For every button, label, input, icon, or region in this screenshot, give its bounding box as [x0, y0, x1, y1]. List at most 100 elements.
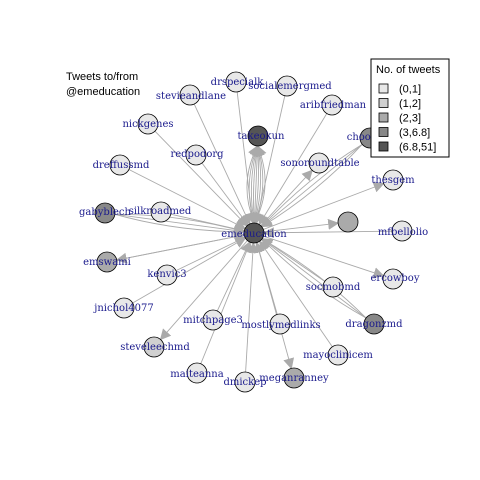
node-steveleechmd	[143, 336, 165, 358]
node-label-mostlymedlinks: mostlymedlinks	[241, 320, 320, 331]
legend-swatch-3	[378, 127, 389, 137]
edge-emswami-to-emeducation	[116, 231, 246, 261]
node-emeducation	[243, 222, 265, 244]
edge-gabyblech-to-emeducation-1	[114, 213, 246, 235]
edge-drspecialk-to-emeducation	[236, 91, 258, 225]
edge-socialemergmed-to-emeducation	[252, 95, 286, 225]
node-label-stevieandlane: stevieandlane	[156, 91, 226, 102]
node-label-redpodorg: redpodorg	[170, 149, 224, 160]
node-label-thesgem: thesgem	[371, 175, 415, 186]
node-dragonzmd	[363, 313, 385, 335]
edge-aribfriedman-to-emeducation	[258, 113, 328, 226]
edge-emeducation-to-thesgem	[263, 181, 385, 230]
edge-emeducation-to-takeokun-3	[251, 144, 263, 224]
edge-emeducation-to-unlabeled-node	[263, 218, 340, 233]
node-drspecialk	[225, 71, 247, 93]
edge-dreffussmd-to-emeducation	[128, 169, 247, 229]
node-label-maiteanna: maiteanna	[170, 369, 223, 380]
node-emswami	[96, 251, 118, 273]
edge-maiteanna-to-emeducation	[200, 241, 252, 364]
node-label-dmickep: dmickep	[223, 377, 266, 388]
node-thesgem	[382, 169, 404, 191]
node-aribfriedman	[321, 94, 343, 116]
edge-emeducation-to-steveleechmd	[159, 240, 248, 341]
node-label-mfbellolio: mfbellolio	[378, 227, 428, 238]
node-label-drspecialk: drspecialk	[211, 77, 265, 88]
edge-emeducation-to-meganranney	[256, 242, 295, 370]
node-label-socialemergmed: socialemergmed	[248, 81, 332, 92]
node-mitchpage3	[202, 309, 224, 331]
node-label-aribfriedman: aribfriedman	[300, 100, 367, 111]
node-takeokun	[247, 125, 269, 147]
edge-gabyblech-to-emeducation-2	[114, 213, 246, 236]
node-ercowboy	[382, 268, 404, 290]
node-label-takeokun: takeokun	[238, 131, 285, 142]
node-stevieandlane	[179, 84, 201, 106]
node-label-ercowboy: ercowboy	[371, 273, 420, 284]
title-line-1: Tweets to/from	[66, 71, 138, 83]
node-label-socmobmd: socmobmd	[306, 282, 361, 293]
node-label-dreffussmd: dreffussmd	[93, 160, 150, 171]
legend-swatch-0	[378, 83, 389, 94]
node-mfbellolio	[391, 220, 413, 242]
edge-jnichol4077-to-emeducation	[132, 237, 247, 304]
node-meganranney	[283, 367, 305, 389]
title-line-2: @emeducation	[66, 86, 140, 98]
legend-swatch-1	[378, 98, 389, 108]
node-socmobmd	[322, 276, 344, 298]
node-redpodorg	[185, 144, 207, 166]
node-socialemergmed	[276, 75, 298, 97]
edge-mayoclinicem-to-emeducation	[259, 240, 333, 348]
edge-dmickep-to-emeducation	[245, 241, 259, 373]
edge-kenvic3-to-emeducation	[175, 236, 246, 272]
legend: No. of tweets (0,1] (1,2] (2,3] (3,6.8] (6.8…	[370, 58, 450, 158]
node-label-steveleechmd: steveleechmd	[120, 342, 190, 353]
node-label-mitchpage3: mitchpage3	[183, 315, 243, 326]
legend-frame	[370, 58, 450, 158]
node-dreffussmd	[109, 154, 131, 176]
edge-mitchpage3-to-emeducation	[216, 241, 251, 312]
node-label-emswami: emswami	[83, 257, 131, 268]
node-maiteanna	[186, 362, 208, 384]
edge-chood-to-emeducation-1	[260, 144, 363, 228]
edge-nickgenes-to-emeducation	[154, 130, 248, 227]
legend-items: (0,1] (1,2] (2,3] (3,6.8] (6.8,51]	[378, 83, 436, 154]
legend-label-3: (3,6.8]	[399, 127, 430, 139]
node-label-meganranney: meganranney	[259, 373, 329, 384]
nodes-layer	[94, 71, 413, 393]
node-sonoroundtable	[308, 152, 330, 174]
legend-label-1: (1,2]	[399, 98, 421, 110]
edge-chood-to-emeducation-2	[260, 143, 363, 228]
legend-label-0: (0,1]	[399, 84, 421, 96]
node-silkroadmed	[150, 201, 172, 223]
node-label-emeducation: emeducation	[221, 229, 287, 240]
labels-layer: emeducation takeokun drspecialksocialemerg…	[79, 77, 428, 388]
node-mayoclinicem	[327, 344, 349, 366]
node-jnichol4077	[113, 297, 135, 319]
edge-emeducation-to-ercowboy	[263, 235, 385, 278]
legend-title: No. of tweets	[376, 64, 441, 76]
node-gabyblech	[94, 202, 116, 224]
edge-dragonzmd-to-emeducation-3	[261, 238, 367, 319]
node-label-nickgenes: nickgenes	[122, 119, 173, 130]
node-label-gabyblech: gabyblech	[79, 207, 132, 218]
node-label-sonoroundtable: sonoroundtable	[280, 158, 359, 169]
node-label-chood: chood	[347, 132, 378, 143]
node-label-dragonzmd: dragonzmd	[345, 319, 403, 330]
node-dmickep	[234, 371, 256, 393]
node-nickgenes	[137, 113, 159, 135]
edge-gabyblech-to-emeducation-3	[114, 213, 246, 238]
edge-dragonzmd-to-emeducation-2	[261, 238, 367, 319]
legend-label-2: (2,3]	[399, 113, 421, 125]
legend-label-4: (6.8,51]	[399, 142, 436, 154]
node-label-jnichol4077: jnichol4077	[93, 303, 153, 314]
edges-layer	[114, 91, 393, 373]
node-label-kenvic3: kenvic3	[147, 269, 186, 280]
node-label-mayoclinicem: mayoclinicem	[303, 350, 373, 361]
graph-title: Tweets to/from @emeducation	[66, 71, 140, 98]
legend-swatch-2	[378, 112, 389, 123]
node-unlabeled-node	[337, 211, 359, 233]
edge-mfbellolio-to-emeducation	[262, 227, 393, 239]
edge-redpodorg-to-emeducation	[201, 162, 249, 226]
